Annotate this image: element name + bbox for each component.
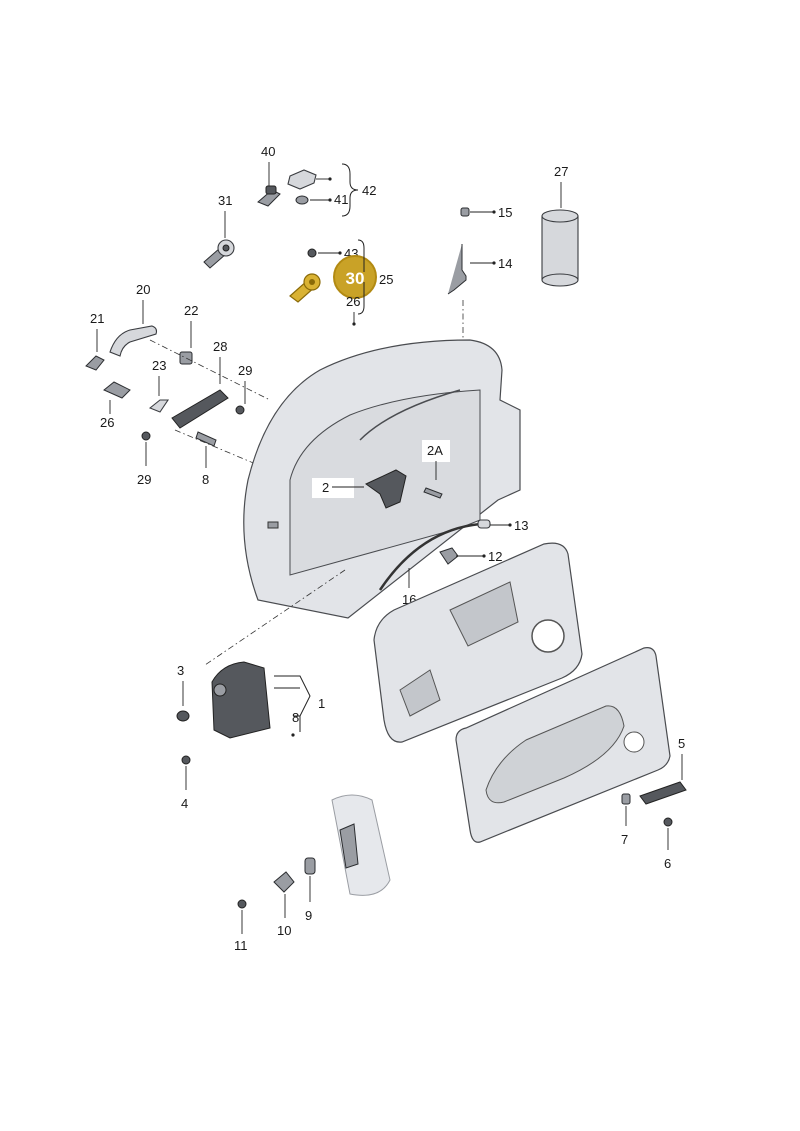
label-28: 28 (213, 339, 227, 354)
label-7: 7 (621, 832, 628, 847)
label-25: 25 (379, 272, 393, 287)
label-10: 10 (277, 923, 291, 938)
door-module-carrier (373, 542, 583, 743)
gasket-part-22 (179, 351, 193, 365)
canister-part-27 (541, 215, 579, 281)
cylinder-part-26 (103, 381, 131, 399)
label-26: 26 (100, 415, 114, 430)
door-shell: 2 2A (204, 339, 521, 666)
label-11: 11 (234, 938, 248, 953)
cap-part-21 (85, 355, 105, 371)
label-13: 13 (514, 518, 528, 533)
label-2a: 2A (427, 443, 443, 458)
label-12: 12 (488, 549, 502, 564)
label-40: 40 (261, 144, 275, 159)
highlight-group: 43 30 25 26 (289, 239, 393, 326)
lock-cylinder-group: 40 41 42 31 (203, 144, 376, 269)
door-check-group: 15 14 (447, 205, 512, 340)
label-21: 21 (90, 311, 104, 326)
label-8-upper: 8 (202, 472, 209, 487)
label-8-lower: 8 (292, 710, 299, 725)
label-41: 41 (334, 192, 348, 207)
seal-part-41 (295, 195, 309, 205)
cap-part-3 (176, 710, 190, 722)
exterior-handle-group: 20 21 22 23 26 28 29 8 29 (85, 282, 271, 487)
screw-part-29-lower (141, 431, 151, 441)
striker-body (339, 823, 359, 869)
screw-part-29 (235, 405, 245, 415)
label-1: 1 (318, 696, 325, 711)
canister-group: 27 (541, 164, 579, 287)
check-strap-part-14 (447, 244, 467, 295)
screw-part-11 (237, 899, 247, 909)
striker-detail: 9 10 11 (234, 794, 391, 953)
label-20: 20 (136, 282, 150, 297)
plate-part-9 (304, 857, 316, 875)
screw-part-6 (663, 817, 673, 827)
bolt-part-8-upper (195, 431, 217, 447)
label-2: 2 (322, 480, 329, 495)
label-27: 27 (554, 164, 568, 179)
nut-part-43 (307, 248, 317, 258)
brace-42 (341, 163, 359, 217)
label-26-top: 26 (346, 294, 360, 309)
label-42: 42 (362, 183, 376, 198)
highlight-badge-30 (333, 255, 377, 299)
label-31: 31 (218, 193, 232, 208)
trim-part-23 (148, 399, 170, 413)
bracket-part-28 (171, 389, 229, 429)
lock-housing-part (287, 169, 317, 190)
clip-part-7 (621, 793, 631, 805)
handle-part-20 (109, 325, 158, 357)
door-lock-group: 3 1 8 4 (176, 661, 325, 811)
label-23: 23 (152, 358, 166, 373)
screw-part-4 (181, 755, 191, 765)
label-9: 9 (305, 908, 312, 923)
clip-part-12 (439, 547, 459, 565)
label-22: 22 (184, 303, 198, 318)
label-4: 4 (181, 796, 188, 811)
highlight-label-30: 30 (346, 269, 365, 288)
label-29-lower: 29 (137, 472, 151, 487)
regulator-part-2 (365, 469, 407, 509)
label-15: 15 (498, 205, 512, 220)
label-6: 6 (664, 856, 671, 871)
bolt-part-2a (423, 487, 443, 499)
pin-part-15 (460, 207, 470, 217)
lock-part-1 (211, 661, 271, 739)
label-5: 5 (678, 736, 685, 751)
label-14: 14 (498, 256, 512, 271)
cable-part-13 (378, 522, 481, 591)
switch-part-5 (639, 781, 687, 805)
label-29-right: 29 (238, 363, 252, 378)
striker-part-10 (273, 871, 295, 893)
door-trim-panel: 5 7 6 (455, 647, 687, 871)
label-3: 3 (177, 663, 184, 678)
cable-group: 13 12 16 (378, 518, 528, 607)
